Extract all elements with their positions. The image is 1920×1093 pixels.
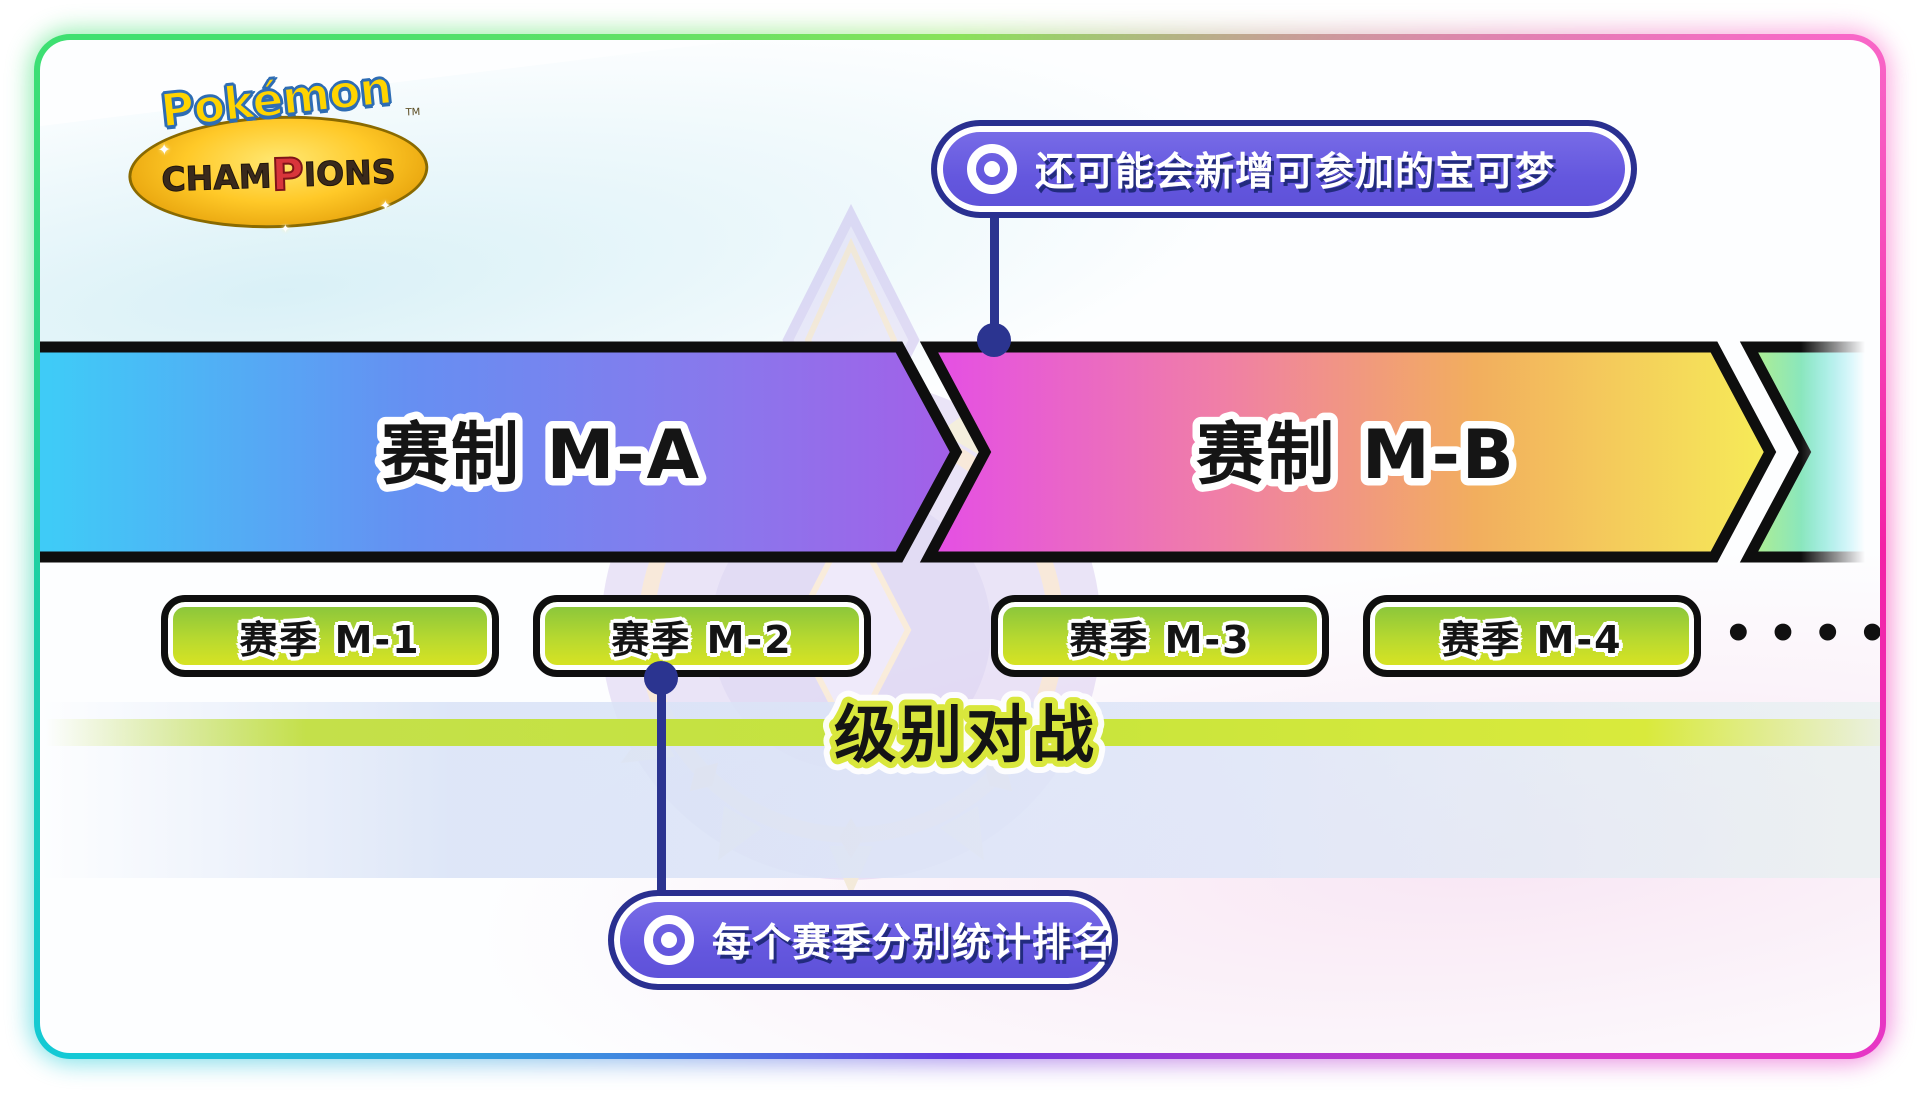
target-icon xyxy=(967,144,1017,194)
banner-format-A xyxy=(40,341,963,563)
banner-format-B xyxy=(919,341,1777,563)
top-connector-line xyxy=(990,214,999,344)
sparkle-icon: ✦ xyxy=(157,139,172,160)
banner-label-B: 赛制 M-B xyxy=(1196,416,1515,495)
callout-text: 每个赛季分别统计排名 xyxy=(712,921,1113,966)
season-label: 赛季 M-4 xyxy=(1441,617,1623,662)
target-icon xyxy=(644,915,694,965)
banner-format-next xyxy=(1739,341,1880,563)
pokemon-champions-logo: Pokémon TM CHAMPIONS ✦ ✦ ✦ xyxy=(125,59,431,257)
season-label: 赛季 M-3 xyxy=(1069,617,1251,662)
format-banners: 赛制 M-A 赛制 M-B 级别对战 级别对战 xyxy=(40,341,1880,783)
more-seasons-dots: •••• xyxy=(1723,606,1880,662)
bottom-connector-line xyxy=(657,678,666,894)
callout-text: 还可能会新增可参加的宝可梦 xyxy=(1035,150,1556,195)
top-connector-dot xyxy=(977,323,1011,357)
canvas: 赛制 M-A 赛制 M-B 级别对战 级别对战 赛季 M-1 赛季 M-2 赛季… xyxy=(40,40,1880,1053)
season-pill-m1: 赛季 M-1 xyxy=(161,595,499,677)
callout-season-ranking: 每个赛季分别统计排名 xyxy=(608,890,1118,990)
season-label: 赛季 M-2 xyxy=(611,617,793,662)
season-pill-m2: 赛季 M-2 xyxy=(533,595,871,677)
logo-red-p: P xyxy=(270,148,306,202)
ranked-band-label-outline: 级别对战 xyxy=(834,698,1098,771)
neon-frame: 赛制 M-A 赛制 M-B 级别对战 级别对战 赛季 M-1 赛季 M-2 赛季… xyxy=(34,34,1886,1059)
ranked-strip xyxy=(46,719,1880,746)
logo-champions-text: CHAMPIONS xyxy=(160,148,397,202)
season-pill-m4: 赛季 M-4 xyxy=(1363,595,1701,677)
sparkle-icon: ✦ xyxy=(379,198,392,215)
ranked-band-label: 级别对战 xyxy=(834,698,1098,771)
season-label: 赛季 M-1 xyxy=(239,617,421,662)
bottom-connector-dot xyxy=(644,661,678,695)
sparkle-icon: ✦ xyxy=(280,221,291,236)
logo-tm: TM xyxy=(405,107,421,119)
banner-label-A: 赛制 M-A xyxy=(381,416,701,495)
season-pill-m3: 赛季 M-3 xyxy=(991,595,1329,677)
callout-new-pokemon: 还可能会新增可参加的宝可梦 xyxy=(931,120,1637,218)
